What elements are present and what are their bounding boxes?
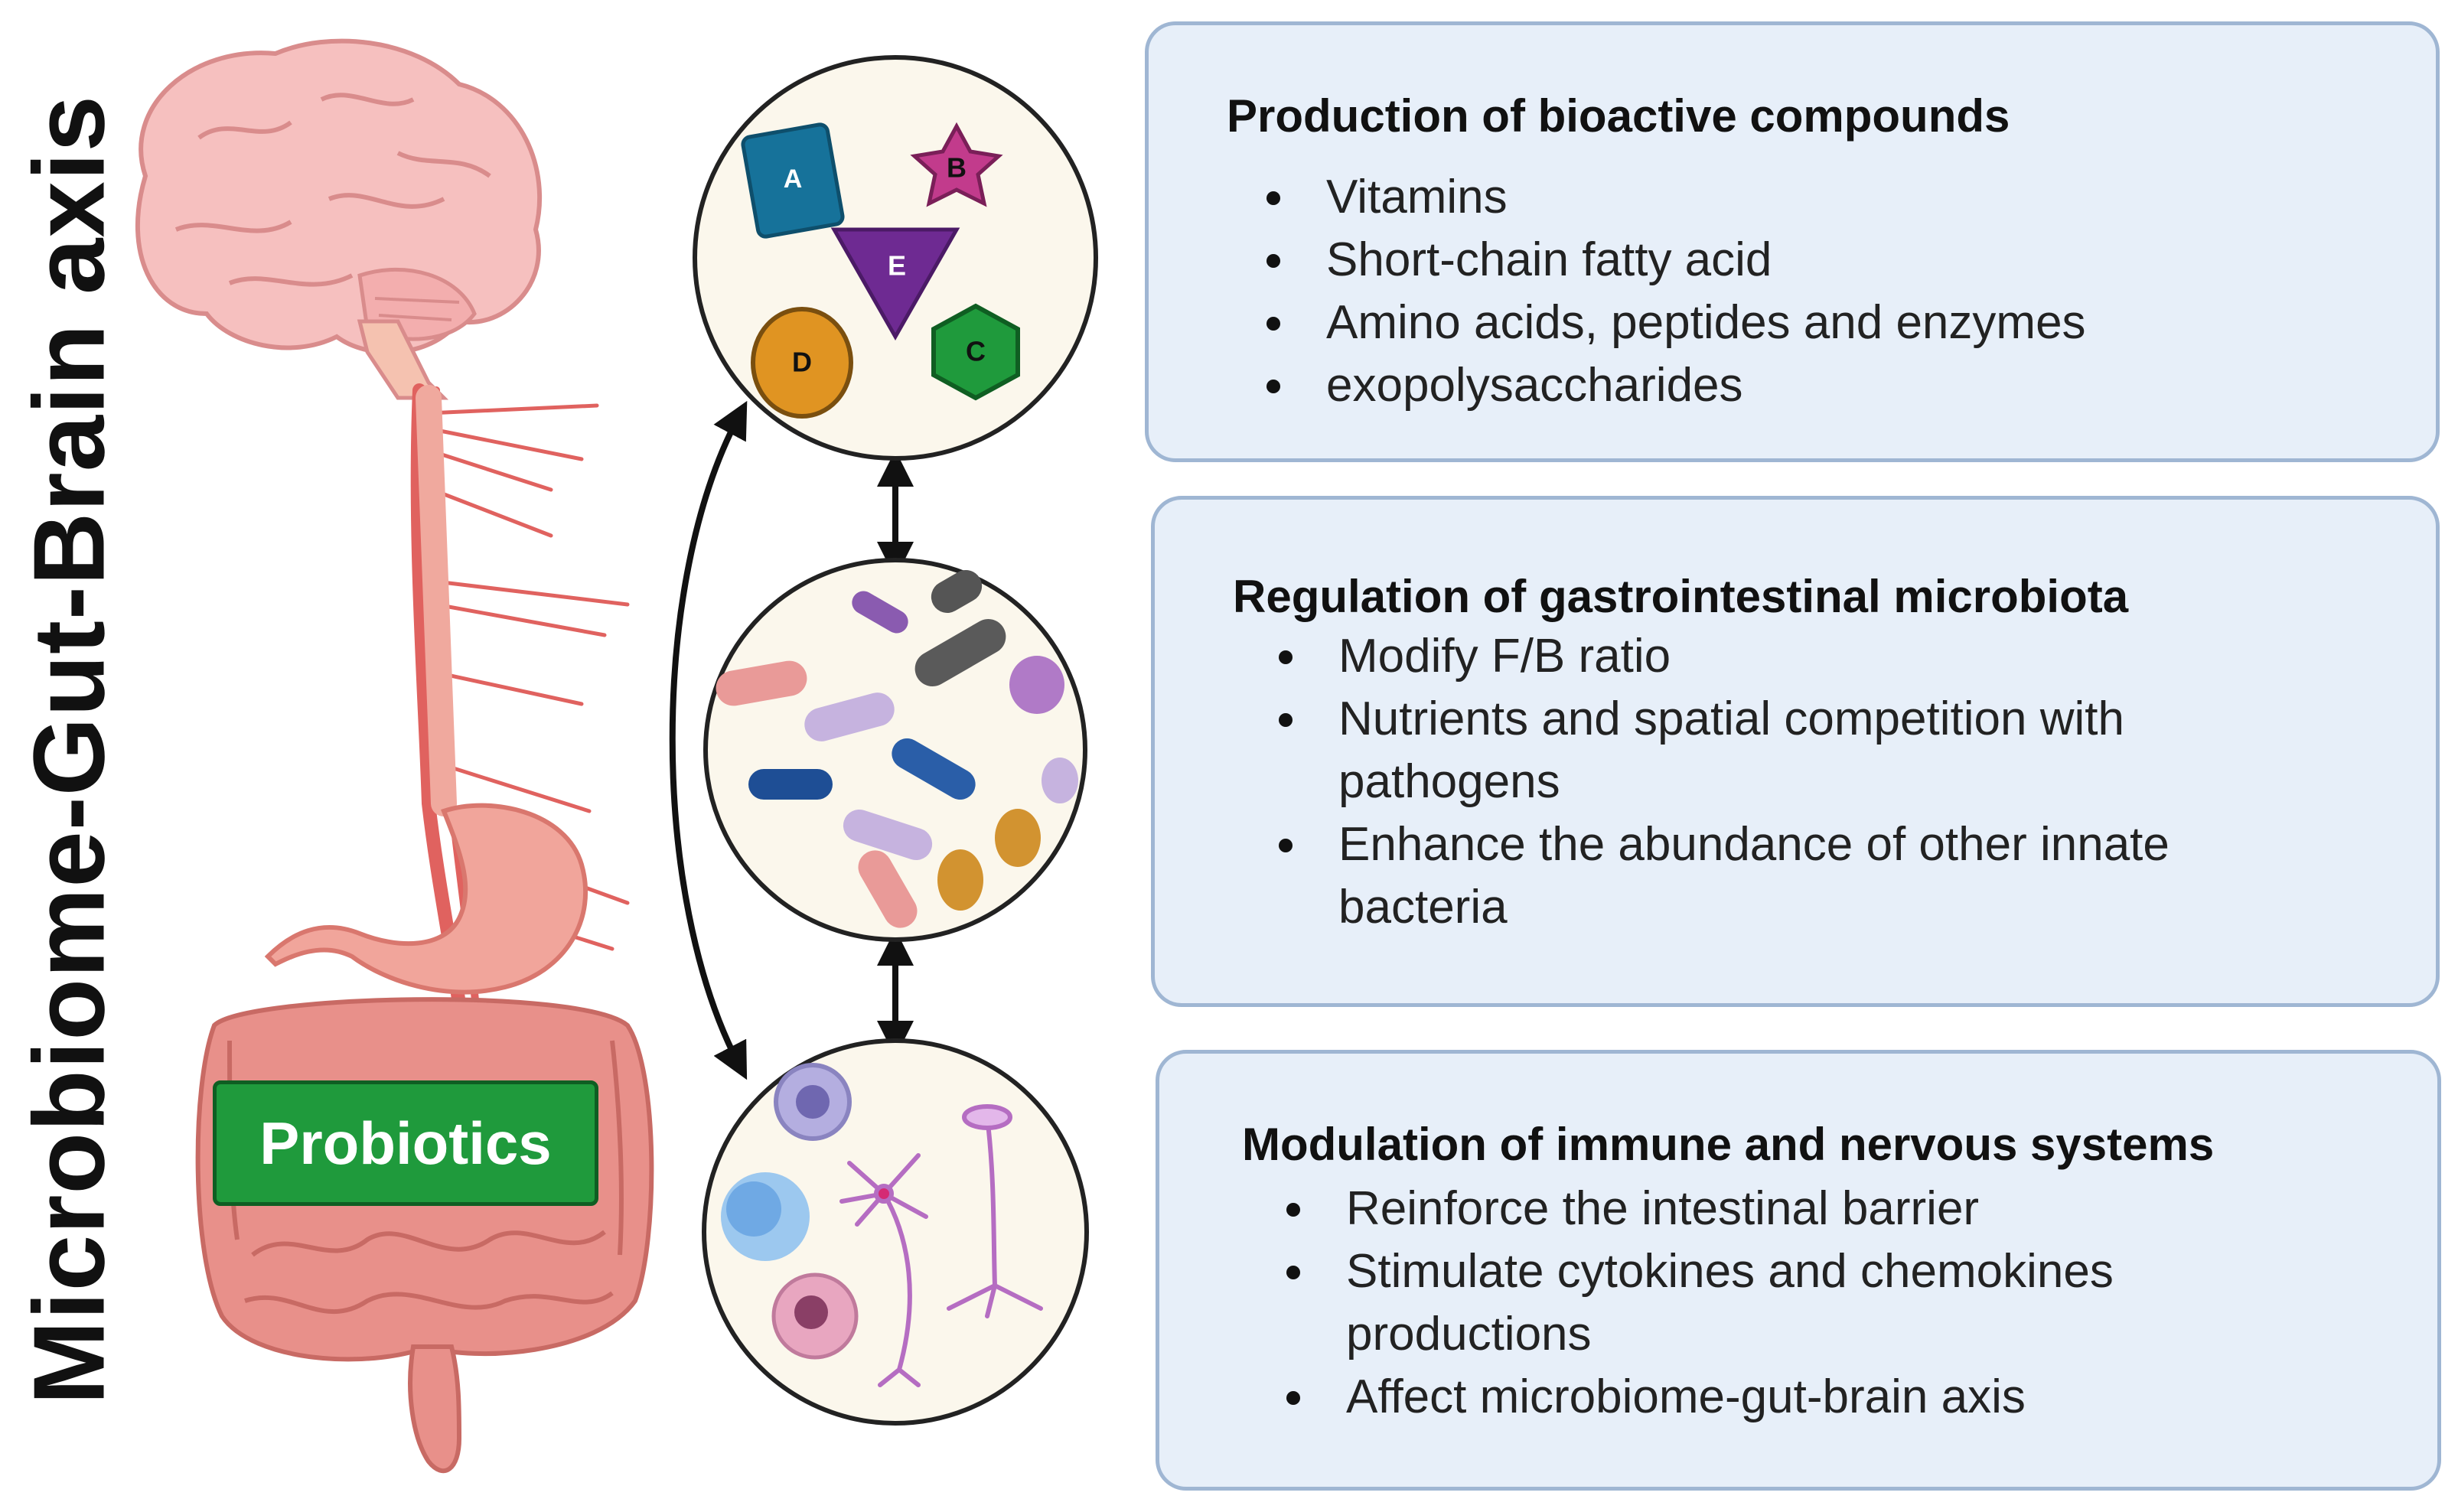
box-bioactive-compounds: Production of bioactive compounds Vitami…	[1145, 21, 2440, 462]
box-list: Modify F/B ratio Nutrients and spatial c…	[1268, 625, 2263, 939]
box-list: Reinforce the intestinal barrier Stimula…	[1276, 1178, 2271, 1429]
list-item: exopolysaccharides	[1256, 354, 2086, 417]
list-item: Reinforce the intestinal barrier	[1276, 1178, 2271, 1240]
list-item: Modify F/B ratio	[1268, 625, 2263, 688]
compound-c-shape	[931, 303, 1020, 401]
brain-icon	[135, 38, 543, 355]
box-heading: Production of bioactive compounds	[1227, 90, 2010, 142]
list-item: Vitamins	[1256, 166, 2086, 229]
compound-a-label: A	[784, 165, 803, 194]
compound-d-shape	[751, 307, 853, 419]
compound-e-label: E	[888, 250, 906, 282]
box-immune-nervous: Modulation of immune and nervous systems…	[1156, 1050, 2441, 1491]
neuron-icons	[839, 1104, 1043, 1387]
compound-b-shape	[910, 122, 1003, 207]
probiotics-label: Probiotics	[213, 1080, 598, 1206]
box-gi-microbiota: Regulation of gastrointestinal microbiot…	[1151, 496, 2440, 1007]
box-heading: Modulation of immune and nervous systems	[1242, 1119, 2215, 1170]
compound-b-label: B	[947, 152, 967, 184]
list-item: Nutrients and spatial competition with p…	[1268, 688, 2263, 813]
stomach-icon	[264, 803, 588, 995]
compound-e-shape	[830, 227, 960, 341]
bacteria-circle	[703, 558, 1087, 942]
compounds-circle: A B E D C	[693, 55, 1098, 461]
compound-c-label: C	[966, 336, 986, 367]
esophagus	[416, 385, 457, 816]
immune-cell-icons	[721, 1063, 859, 1360]
brainstem	[357, 319, 449, 400]
curved-double-arrow	[669, 400, 748, 1080]
box-list: Vitamins Short-chain fatty acid Amino ac…	[1256, 166, 2086, 417]
bacteria-icons	[716, 570, 1078, 928]
box-heading: Regulation of gastrointestinal microbiot…	[1233, 571, 2129, 622]
list-item: Enhance the abundance of other innate ba…	[1268, 813, 2263, 939]
list-item: Stimulate cytokines and chemokines produ…	[1276, 1240, 2271, 1366]
mechanism-circles: A B E D C	[669, 55, 1098, 1426]
compound-d-label: D	[792, 347, 812, 378]
list-item: Short-chain fatty acid	[1256, 229, 2086, 292]
compound-a-shape	[741, 122, 845, 239]
list-item: Amino acids, peptides and enzymes	[1256, 292, 2086, 354]
list-item: Affect microbiome-gut-brain axis	[1276, 1366, 2271, 1429]
cells-circle	[702, 1038, 1089, 1426]
